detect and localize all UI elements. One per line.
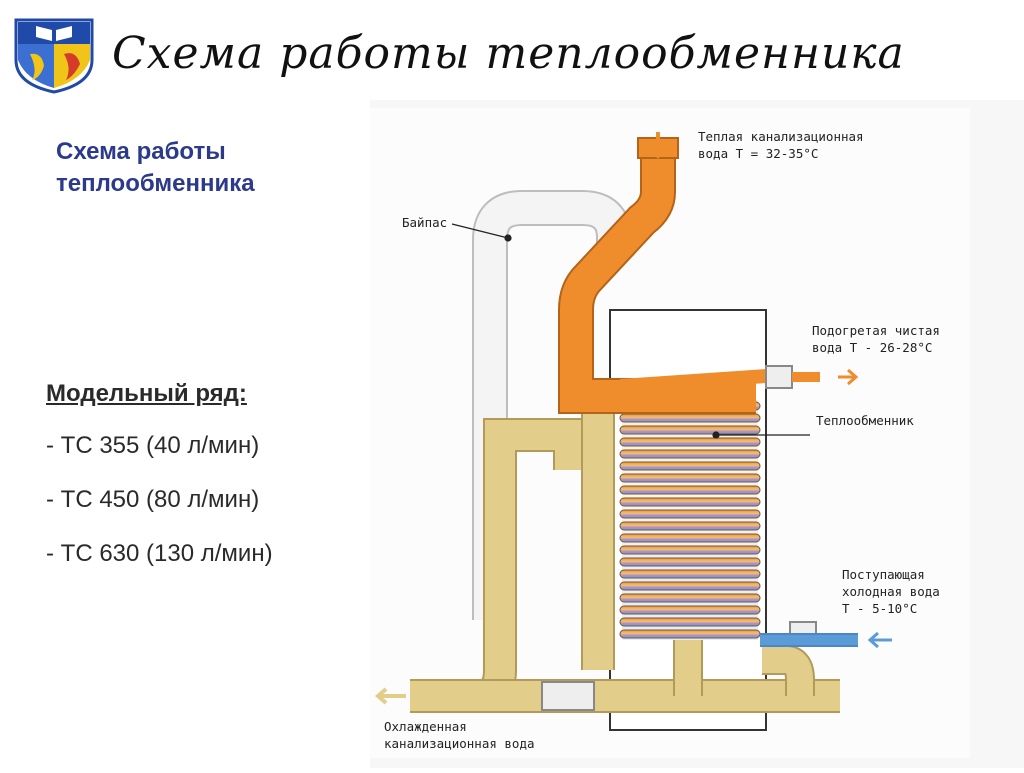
- diagram-graphic: [370, 100, 1024, 768]
- scheme-heading-line-2: теплообменника: [56, 170, 255, 197]
- label-cold-water-in: Поступающая холодная вода Т - 5-10°С: [842, 567, 940, 616]
- scheme-heading: Схема работы теплообменника: [56, 136, 255, 200]
- arrow-icon: [374, 132, 892, 705]
- heat-exchanger-diagram: Теплая канализационная вода Т = 32-35°С …: [370, 100, 1024, 768]
- scheme-heading-line-1: Схема работы: [56, 138, 226, 165]
- warm-sewage-pipe: [558, 137, 767, 414]
- label-heated-water-out: Подогретая чистая вода Т - 26-28°С: [812, 323, 940, 355]
- label-warm-sewage-in: Теплая канализационная вода Т = 32-35°С: [698, 129, 864, 161]
- cooled-sewage-pipes: [410, 400, 840, 713]
- label-heat-exchanger: Теплообменник: [816, 413, 914, 428]
- model-range-title: Модельный ряд:: [46, 380, 247, 407]
- model-item-tc630: - ТС 630 (130 л/мин): [46, 540, 273, 567]
- heat-exchanger-coil: [619, 400, 761, 640]
- slide-title: Схема работы теплообменника: [112, 28, 905, 79]
- heated-water-outlet: [765, 365, 820, 389]
- drain-valve: [541, 681, 595, 711]
- label-bypass: Байпас: [402, 215, 448, 230]
- leader-lines: [451, 223, 810, 439]
- label-cooled-sewage-out: Охлажденная канализационная вода: [384, 719, 535, 751]
- cold-water-inlet: [760, 621, 858, 647]
- model-list: - ТС 355 (40 л/мин) - ТС 450 (80 л/мин) …: [46, 430, 273, 592]
- model-item-tc355: - ТС 355 (40 л/мин): [46, 432, 260, 459]
- university-emblem-icon: [14, 18, 94, 94]
- model-item-tc450: - ТС 450 (80 л/мин): [46, 486, 260, 513]
